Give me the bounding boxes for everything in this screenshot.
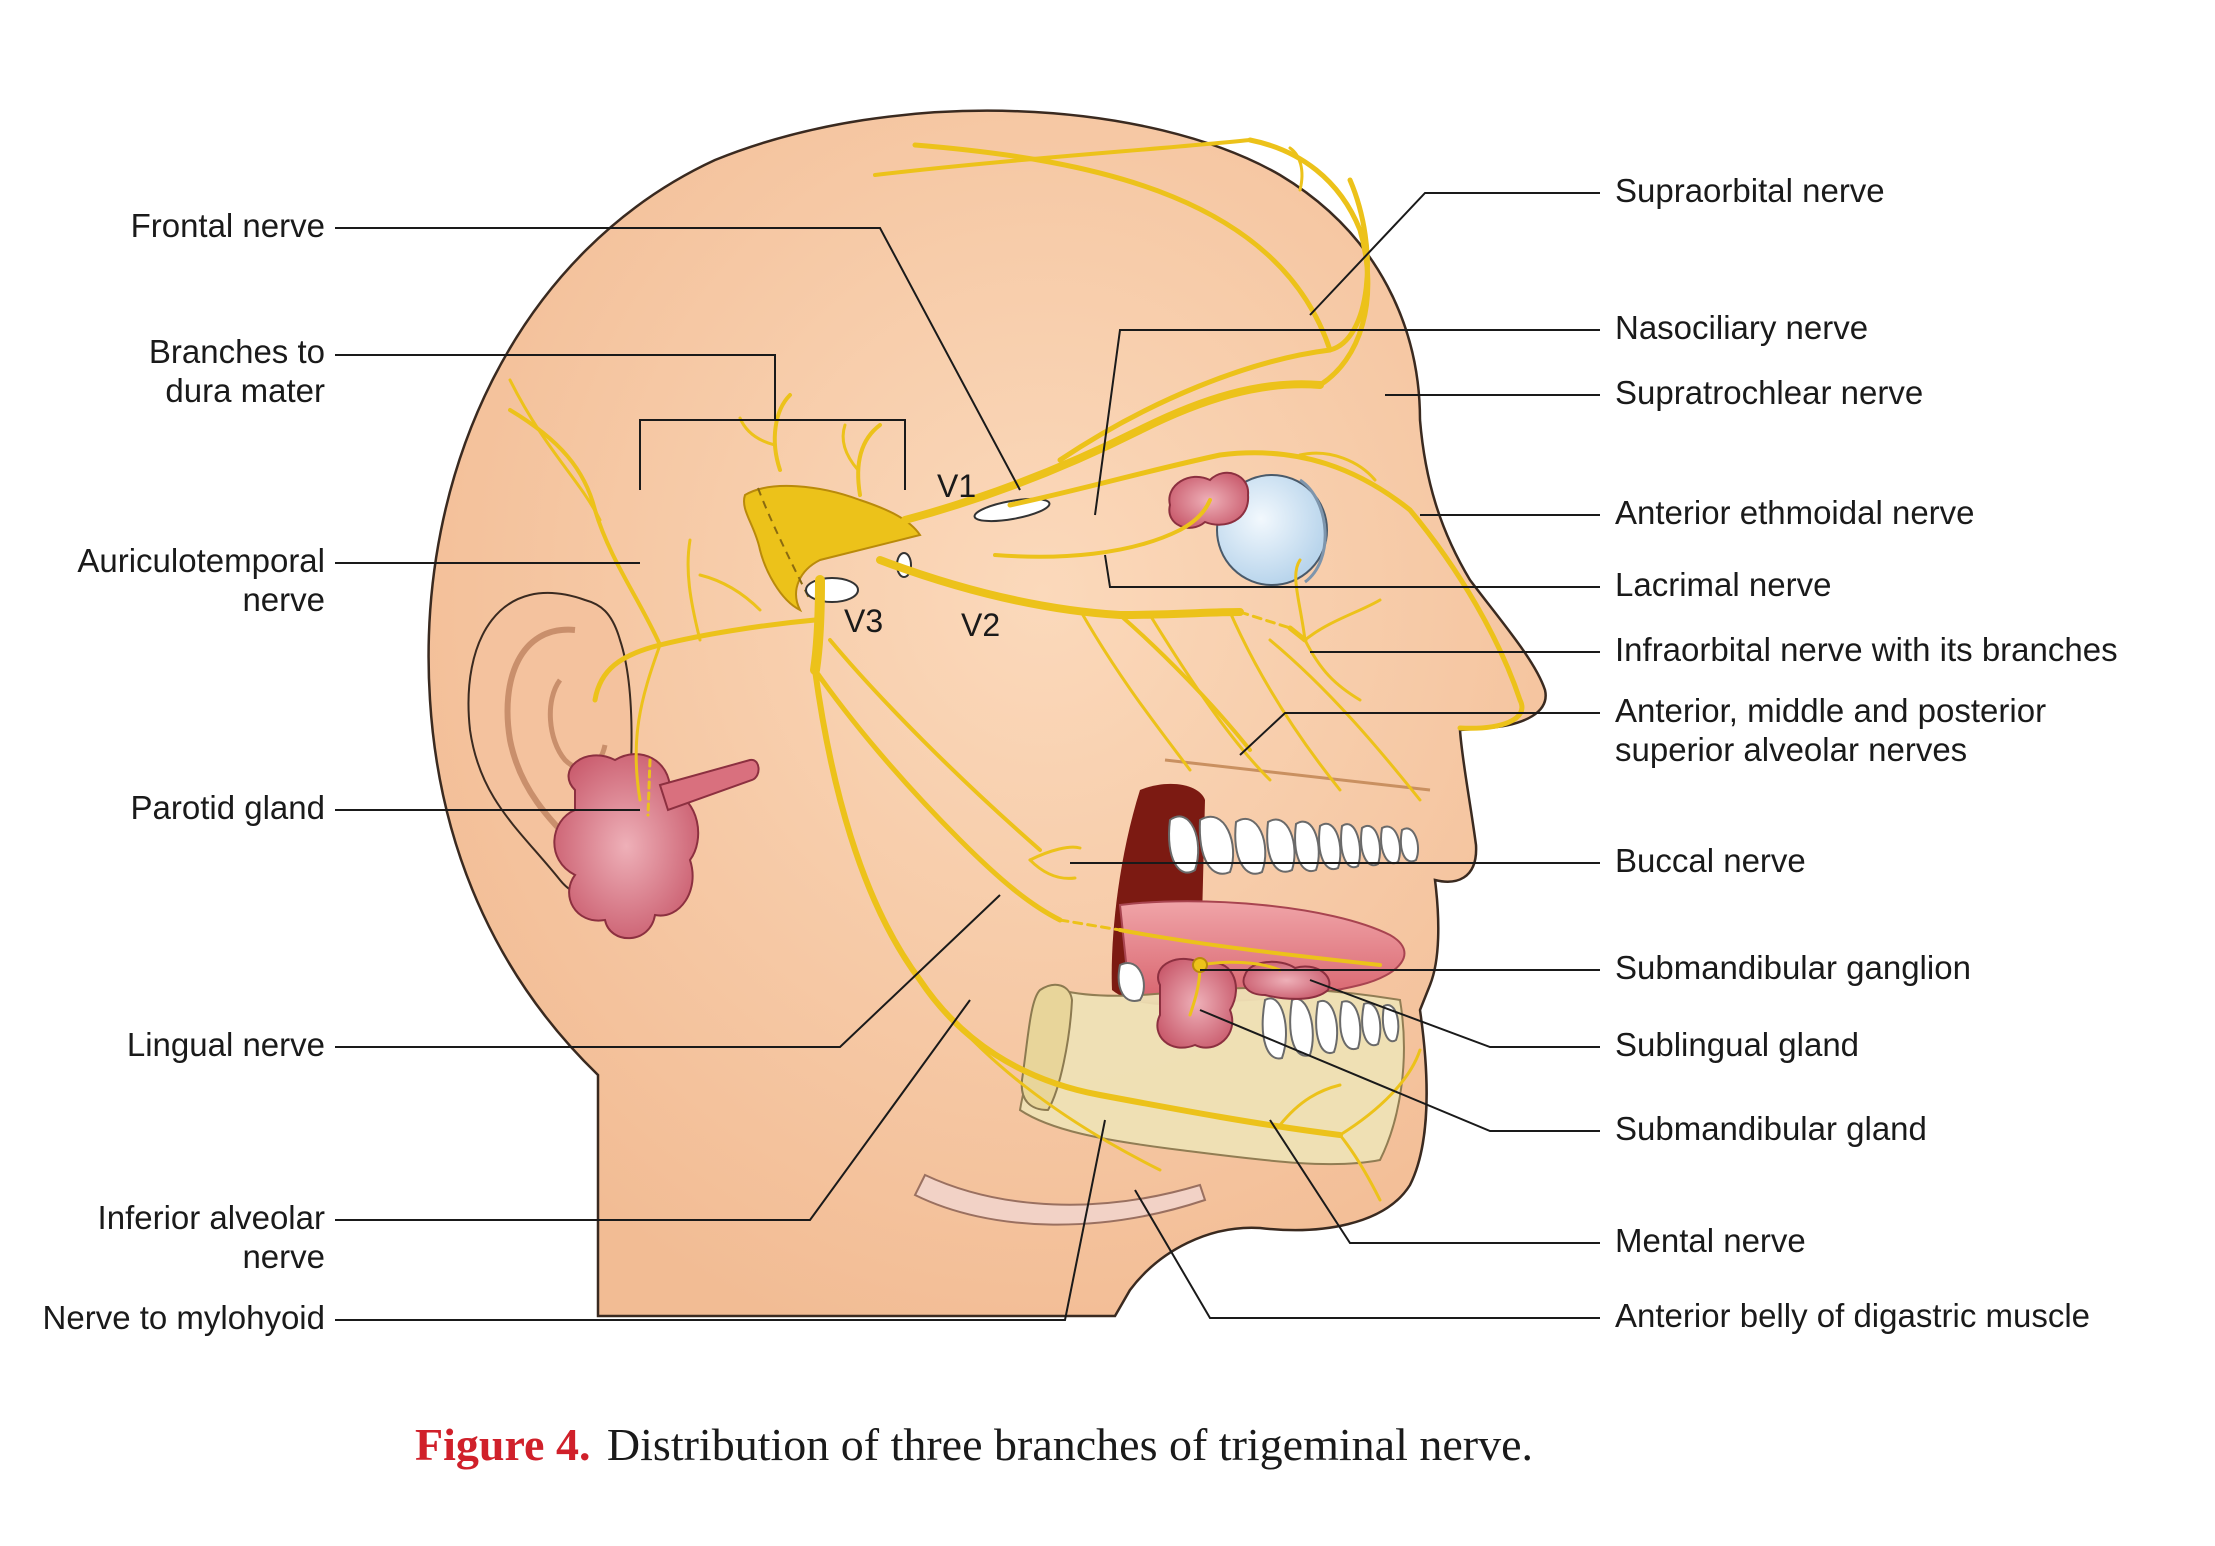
- left-labels: Frontal nerve Branches to dura mater Aur…: [43, 207, 325, 1336]
- left-leader-lines: [335, 227, 1106, 1321]
- upper-teeth: [1168, 815, 1420, 875]
- label-mental-nerve: Mental nerve: [1615, 1222, 1806, 1259]
- label-inferior-alveolar-line1: Inferior alveolar: [98, 1199, 325, 1236]
- figure-caption-text: Distribution of three branches of trigem…: [607, 1419, 1533, 1470]
- submandibular-ganglion-dot: [1192, 957, 1208, 973]
- label-supratrochlear-nerve: Supratrochlear nerve: [1615, 374, 1923, 411]
- label-branches-dura-line2: dura mater: [165, 372, 325, 409]
- label-superior-alveolar-line2: superior alveolar nerves: [1615, 731, 1967, 768]
- label-branches-dura-line1: Branches to: [149, 333, 325, 370]
- superior-orbital-fissure: [973, 497, 1051, 523]
- label-anterior-ethmoidal-nerve: Anterior ethmoidal nerve: [1615, 494, 1975, 531]
- motor-root-dashed: [757, 487, 811, 601]
- label-inferior-alveolar-line2: nerve: [242, 1238, 325, 1275]
- label-submandibular-gland: Submandibular gland: [1615, 1110, 1927, 1147]
- foramen-ovale: [805, 577, 859, 603]
- figure-caption: Figure 4. Distribution of three branches…: [415, 1419, 1533, 1470]
- digastric-muscle: [913, 1173, 1207, 1226]
- label-supraorbital-nerve: Supraorbital nerve: [1615, 172, 1885, 209]
- label-frontal-nerve: Frontal nerve: [131, 207, 325, 244]
- v3-mark: V3: [844, 603, 883, 639]
- nerve-network: [508, 137, 1525, 1202]
- right-labels: Supraorbital nerve Nasociliary nerve Sup…: [1615, 172, 2118, 1334]
- upper-gum-line: [1164, 758, 1431, 792]
- label-auriculotemporal-line2: nerve: [242, 581, 325, 618]
- label-superior-alveolar-line1: Anterior, middle and posterior: [1615, 692, 2046, 729]
- submandibular-gland-shape: [1156, 957, 1237, 1049]
- label-buccal-nerve: Buccal nerve: [1615, 842, 1806, 879]
- label-sublingual-gland: Sublingual gland: [1615, 1026, 1859, 1063]
- parotid-gland: [553, 753, 760, 940]
- figure-number: Figure 4.: [415, 1419, 590, 1470]
- v1-mark: V1: [937, 468, 976, 504]
- label-nerve-to-mylohyoid: Nerve to mylohyoid: [43, 1299, 325, 1336]
- label-anterior-belly-digastric: Anterior belly of digastric muscle: [1615, 1297, 2090, 1334]
- label-lacrimal-nerve: Lacrimal nerve: [1615, 566, 1831, 603]
- label-parotid-gland: Parotid gland: [131, 789, 325, 826]
- v2-mark: V2: [961, 607, 1000, 643]
- label-infraorbital-nerve: Infraorbital nerve with its branches: [1615, 631, 2118, 668]
- label-nasociliary-nerve: Nasociliary nerve: [1615, 309, 1868, 346]
- mandible-ramus-cut: [1020, 983, 1074, 1112]
- label-submandibular-ganglion: Submandibular ganglion: [1615, 949, 1971, 986]
- trigeminal-ganglion: [743, 484, 922, 613]
- sublingual-gland-shape: [1242, 960, 1331, 1000]
- label-auriculotemporal-line1: Auriculotemporal: [77, 542, 325, 579]
- right-leader-lines: [1070, 192, 1600, 1319]
- label-lingual-nerve: Lingual nerve: [127, 1026, 325, 1063]
